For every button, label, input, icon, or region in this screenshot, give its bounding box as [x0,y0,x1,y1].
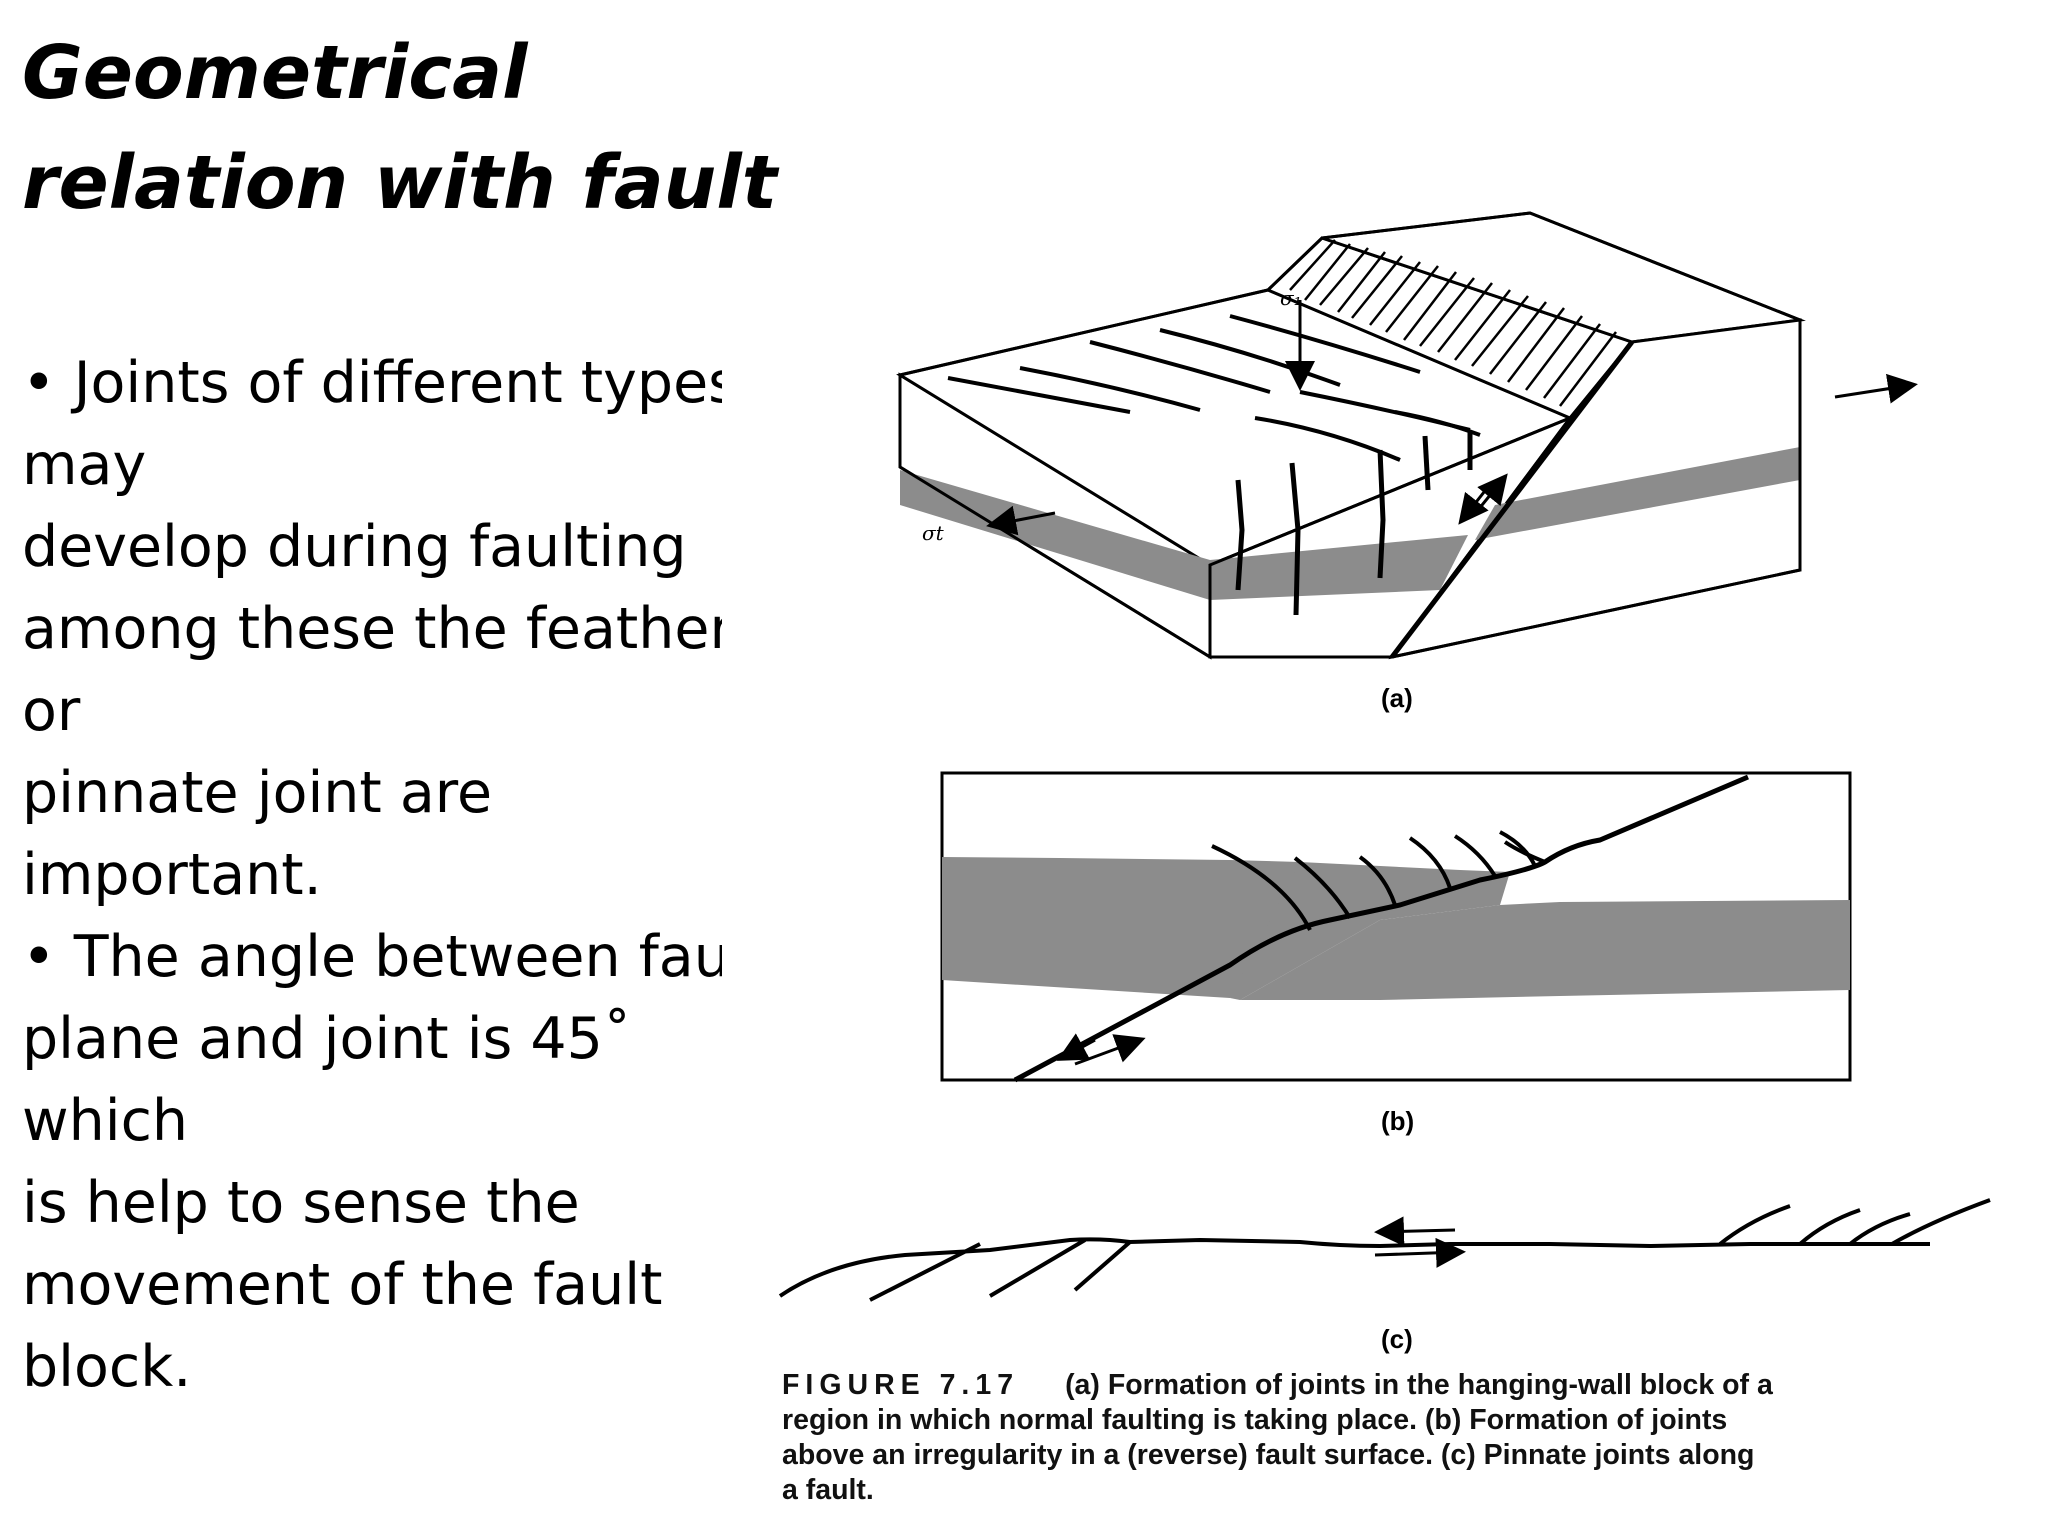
block-edge [1209,416,1571,567]
slip-arrow-c-1 [1374,1216,1456,1247]
fault-line-c [778,1237,1930,1298]
caption-line: above an irregularity in a (reverse) fau… [782,1439,1755,1471]
body-line: is help to sense the [22,1170,580,1236]
body-line: important. [22,842,322,908]
body-line: develop during faulting [22,514,687,580]
body-line: block. [22,1334,192,1400]
body-line: among these the feather [22,596,722,662]
gray-layer-right [1240,900,1850,1000]
body-line: which [22,1088,189,1154]
body-line: • The angle between fault [22,924,722,990]
joints-on-top [947,314,1481,462]
caption-line: (a) Formation of joints in the hanging-w… [1065,1369,1773,1401]
fault-line-b [1013,774,1749,1083]
sigma-t-arrow [986,505,1056,536]
block-outline [898,211,1802,659]
body-line: • Joints of different types [22,350,722,416]
body-line: plane and joint is 45˚ [22,1006,632,1072]
slip-arrow-b-2 [1074,1034,1146,1066]
title-line-1: Geometrical [22,30,528,116]
panel-c-fault-trace [778,1198,1991,1302]
gray-layer-middle [1230,862,1510,1000]
joints-on-front [1235,432,1473,616]
pinnate-joints-c-left [869,1238,1132,1302]
caption-line: region in which normal faulting is takin… [782,1404,1728,1436]
extension-arrow [1834,373,1918,404]
pinnate-joints-b [1211,830,1546,931]
slip-arrow-b-1 [1056,1033,1096,1061]
footwall-gray-layer [1475,447,1800,540]
gray-layer-left [942,857,1340,998]
figure-caption: FIGURE 7.17 (a) Formation of joints in th… [782,1368,2012,1508]
panel-a-block-diagram [896,211,1918,660]
gray-layer-right [1210,535,1468,600]
caption-line: a fault. [782,1474,874,1506]
panel-b-label: (b) [1381,1106,1414,1136]
body-line: pinnate joint are [22,760,493,826]
title-line-2: relation with fault [22,140,778,226]
sigma-1-label: σ₁ [1280,286,1302,310]
body-line: movement of the fault [22,1252,663,1318]
fault-slip-arrow [1476,473,1508,511]
body-line: may [22,432,147,498]
gray-layer-front [900,470,1210,600]
body-line: or [22,678,81,744]
sigma-t-label: σt [922,521,945,545]
figure-number: FIGURE 7.17 [782,1369,1020,1401]
pinnate-joints-c-right [1718,1198,1991,1246]
panel-a-label: (a) [1381,683,1413,713]
slide-title: Geometrical relation with fault [22,18,777,238]
slip-arrow-c-2 [1374,1237,1466,1268]
panel-b-cross-section [940,771,1852,1083]
fault-striations [1289,239,1617,407]
panel-c-label: (c) [1381,1324,1413,1354]
slide-body: • Joints of different types may develop … [22,342,722,1408]
fault-trace [1390,340,1634,659]
